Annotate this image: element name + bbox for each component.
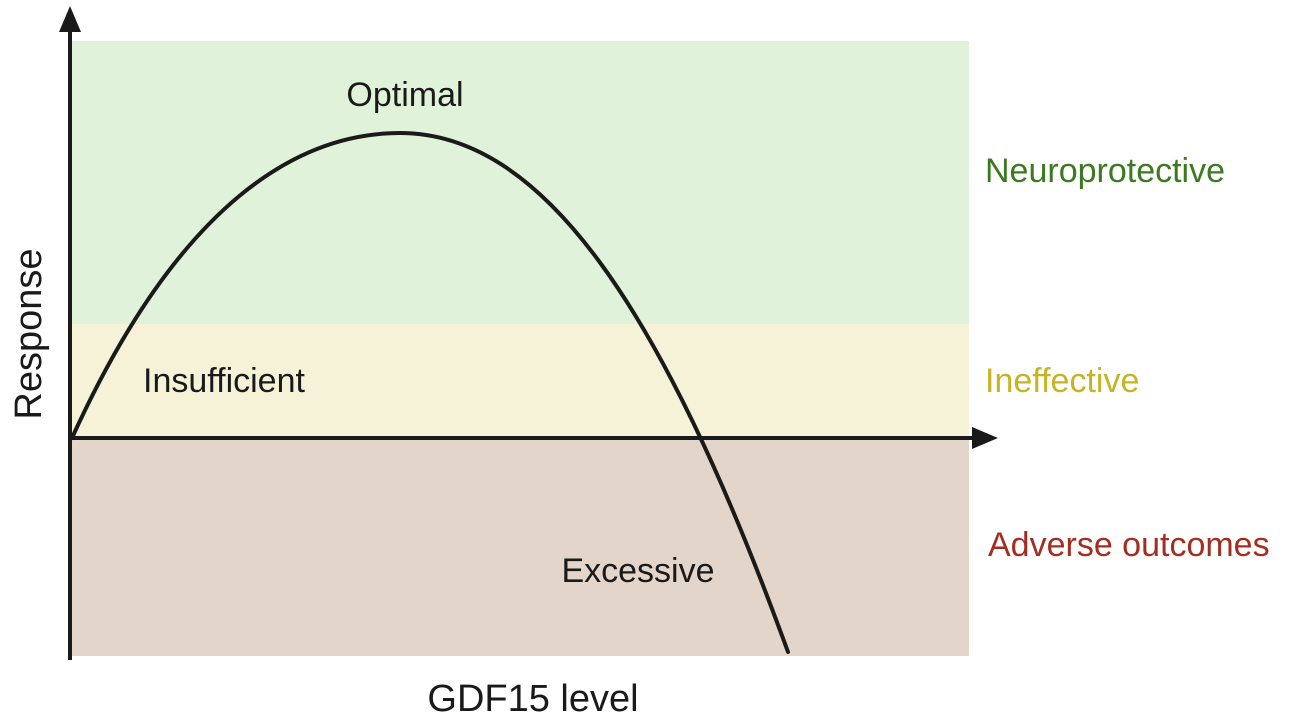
response-curve (70, 130, 790, 654)
adverse-outcomes-zone (72, 438, 969, 656)
optimal-label: Optimal (346, 76, 463, 114)
y-axis-title: Response (8, 248, 50, 419)
adverse-outcomes-label: Adverse outcomes (988, 526, 1270, 564)
ineffective-label: Ineffective (985, 362, 1139, 400)
excessive-label: Excessive (561, 552, 714, 590)
neuroprotective-label: Neuroprotective (985, 152, 1225, 190)
y-axis-arrowhead (59, 6, 81, 32)
insufficient-label: Insufficient (143, 362, 305, 400)
x-axis-arrowhead (972, 427, 998, 449)
x-axis-title: GDF15 level (427, 678, 638, 720)
ineffective-zone (72, 324, 969, 438)
neuroprotective-zone (72, 41, 969, 324)
